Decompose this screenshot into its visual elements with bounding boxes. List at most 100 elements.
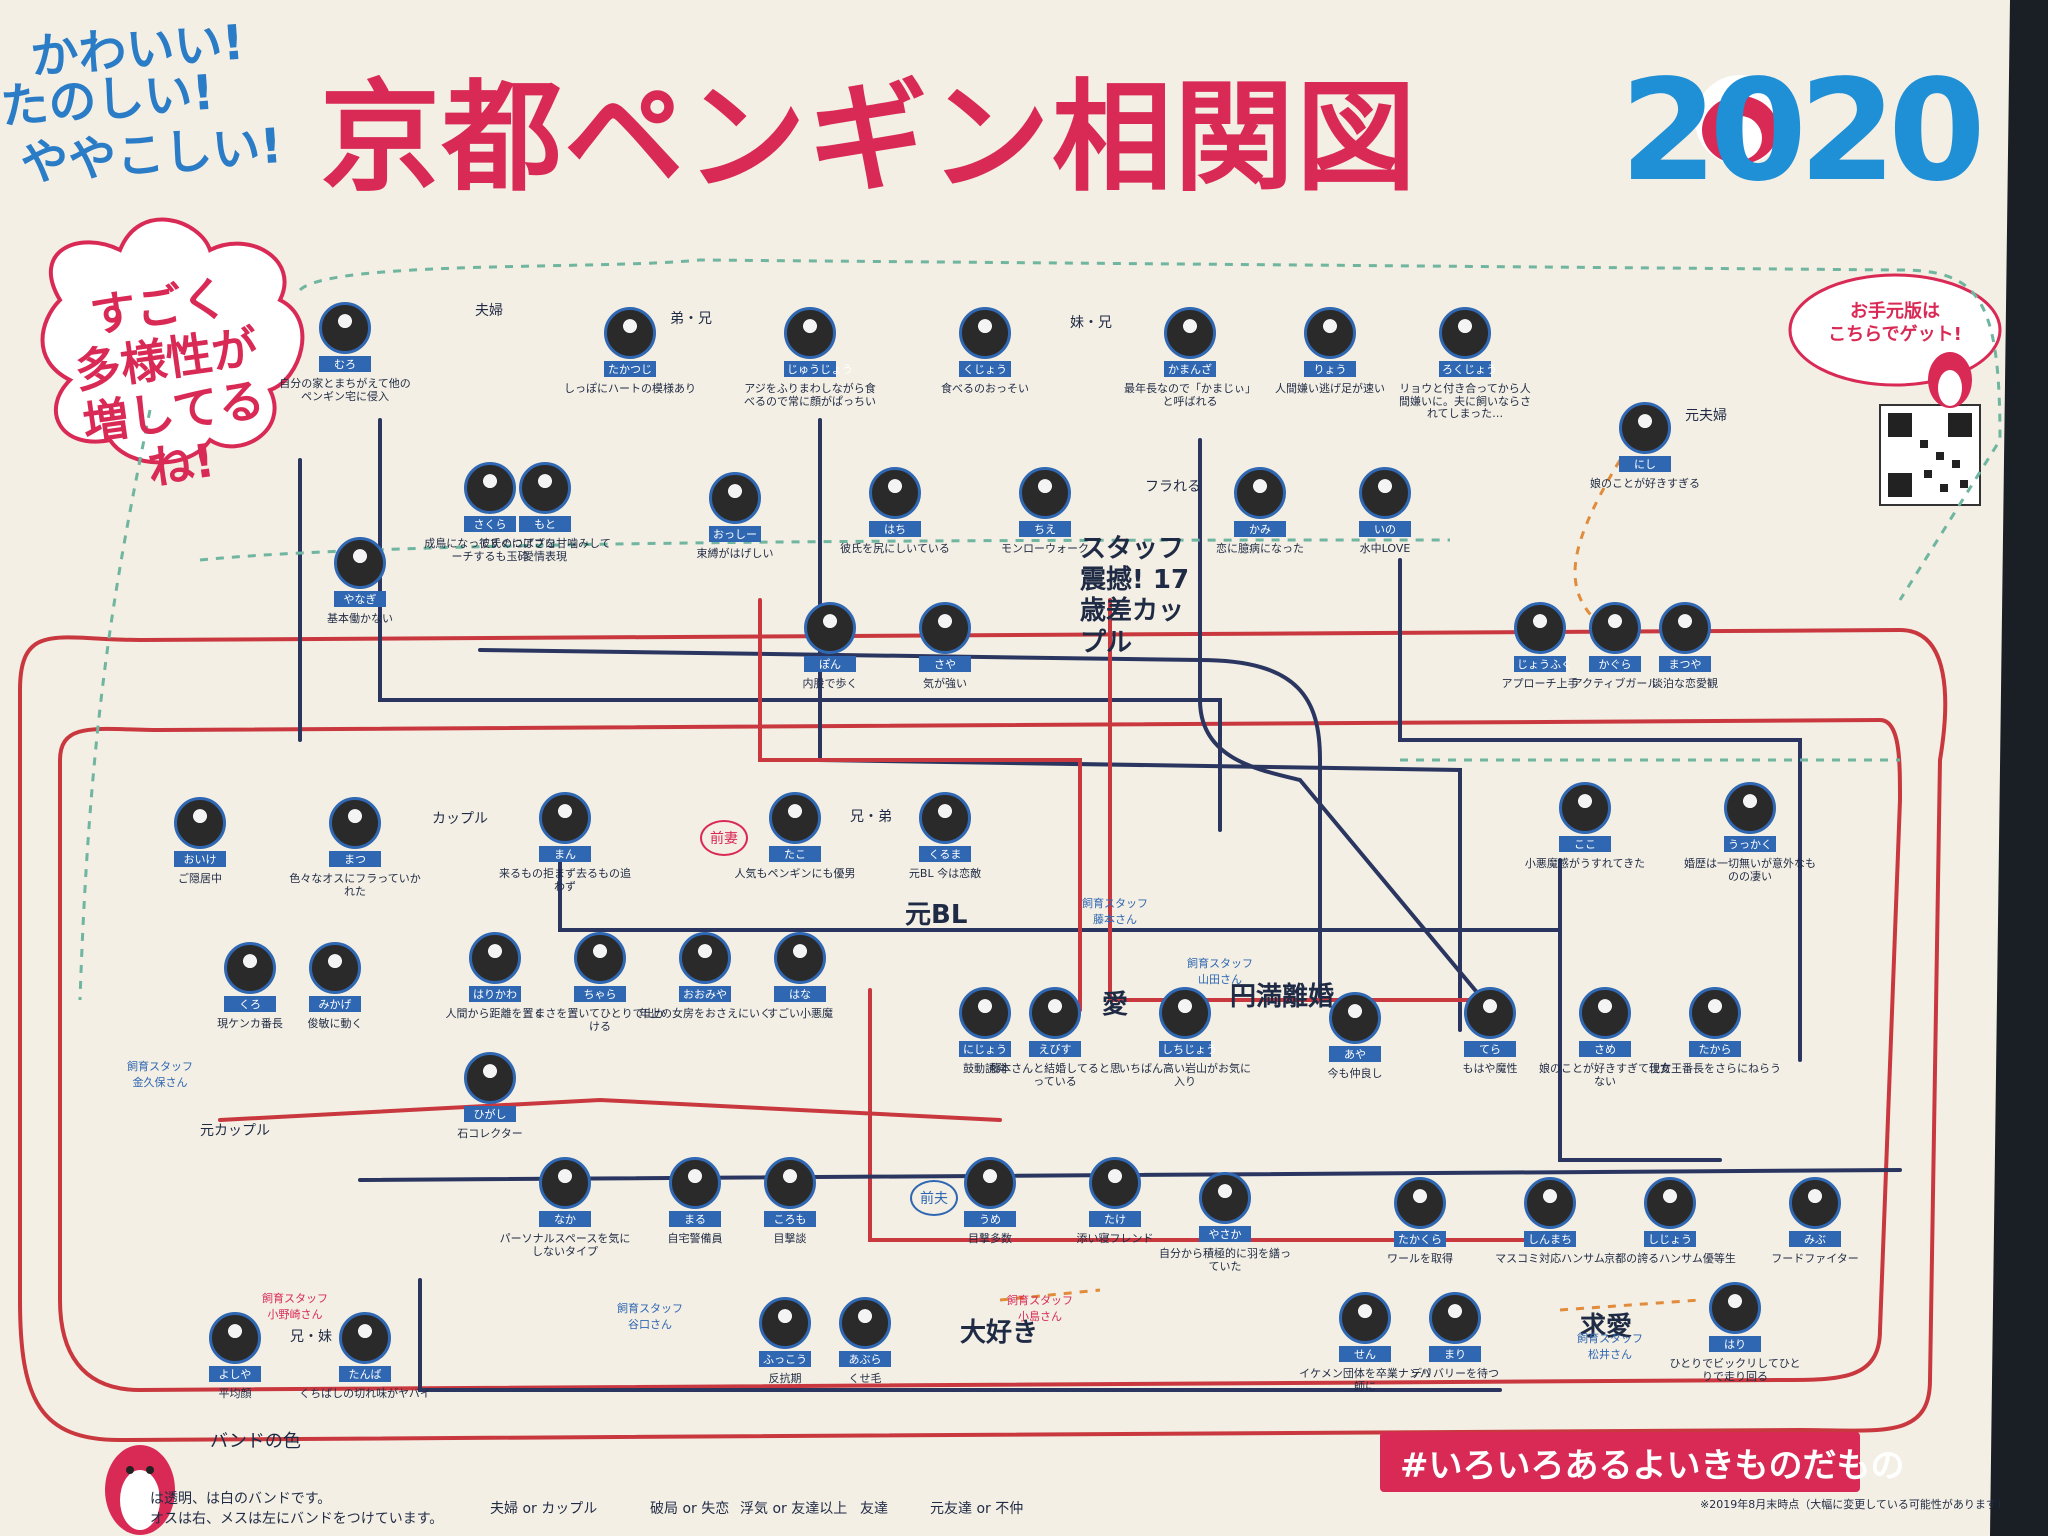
penguin-photo <box>469 932 521 984</box>
penguin-photo <box>669 1157 721 1209</box>
penguin-name-tag: たかつじ <box>604 361 656 377</box>
penguin-note: リョウと付き合ってから人間嫌いに。夫に飼いならされてしまった… <box>1399 382 1531 421</box>
penguin-photo <box>1514 602 1566 654</box>
penguin-name-tag: あや <box>1329 1046 1381 1062</box>
penguin-node: よしや平均顔 <box>209 1312 261 1400</box>
penguin-note: いちばん高い岩山がお気に入り <box>1119 1062 1251 1088</box>
penguin-node: おっしー束縛がはげしい <box>697 472 774 560</box>
penguin-node: ころも目撃談 <box>764 1157 816 1245</box>
penguin-name-tag: まる <box>669 1211 721 1227</box>
poster-year: 2020 <box>1620 50 1986 213</box>
penguin-note: 添い寝フレンド <box>1076 1232 1154 1245</box>
penguin-note: 彼氏を尻にしいている <box>840 542 950 555</box>
penguin-photo <box>1659 602 1711 654</box>
penguin-photo <box>919 602 971 654</box>
penguin-name-tag: てら <box>1464 1041 1516 1057</box>
relation-label-ai: 愛 <box>1102 990 1129 1020</box>
penguin-note: 来るもの拒まず去るもの追わず <box>499 867 631 893</box>
penguin-name-tag: はち <box>869 521 921 537</box>
penguin-name-tag: いの <box>1359 521 1411 537</box>
penguin-node: はりひとりでビックリしてひとりで走り回る <box>1669 1282 1801 1383</box>
penguin-note: アクティブガール <box>1571 677 1659 690</box>
penguin-node: やさか自分から積極的に羽を繕っていた <box>1159 1172 1291 1273</box>
relation-label: カップル <box>432 811 488 827</box>
penguin-node: かぐらアクティブガール <box>1572 602 1658 690</box>
penguin-photo <box>764 1157 816 1209</box>
penguin-photo <box>759 1297 811 1349</box>
penguin-name-tag: あぶら <box>839 1351 891 1367</box>
legend-item-breakup: 破局 or 失恋 <box>650 1501 730 1517</box>
penguin-name-tag: しちじょう <box>1159 1041 1217 1057</box>
penguin-photo <box>1164 307 1216 359</box>
penguin-photo <box>1644 1177 1696 1229</box>
penguin-note: すごい小悪魔 <box>767 1007 833 1020</box>
penguin-node: まつ色々なオスにフラっていかれた <box>289 797 421 898</box>
penguin-node: りょう人間嫌い逃げ足が速い <box>1275 307 1385 395</box>
penguin-node: たかつじしっぽにハートの模様あり <box>564 307 696 395</box>
relation-label: 弟・兄 <box>670 311 712 327</box>
penguin-node: まりデリバリーを待つ <box>1411 1292 1499 1380</box>
penguin-photo <box>1589 602 1641 654</box>
penguin-name-tag: にじょう <box>959 1041 1011 1057</box>
penguin-name-tag: たこ <box>769 846 821 862</box>
penguin-note: 京都の誇るハンサム優等生 <box>1604 1252 1736 1265</box>
penguin-note: 藤本さんと結婚してると思っている <box>989 1062 1121 1088</box>
penguin-photo <box>959 987 1011 1039</box>
relation-label-love: 大好き <box>960 1318 1039 1348</box>
relation-label-divorce: 円満離婚 <box>1230 982 1335 1012</box>
penguin-node: あぶらくせ毛 <box>839 1297 891 1385</box>
penguin-photo <box>539 1157 591 1209</box>
penguin-note: 俊敏に動く <box>307 1017 363 1030</box>
penguin-node: ろくじょうリョウと付き合ってから人間嫌いに。夫に飼いならされてしまった… <box>1399 307 1531 420</box>
penguin-photo <box>1689 987 1741 1039</box>
penguin-note: マスコミ対応ハンサム <box>1495 1252 1605 1265</box>
legend-band-color: バンドの色 <box>210 1431 301 1452</box>
penguin-note: 気が強い <box>923 677 967 690</box>
penguin-mascot-icon <box>1695 75 1785 165</box>
penguin-photo <box>769 792 821 844</box>
penguin-note: 水中LOVE <box>1359 542 1411 555</box>
penguin-photo <box>1304 307 1356 359</box>
penguin-note: 人気もペンギンにも優男 <box>734 867 856 880</box>
cloud-message: すごく 多様性が 増してるね! <box>71 270 268 496</box>
penguin-name-tag: もと <box>519 516 571 532</box>
penguin-node: さくら成鳥になってすぐにアプローチするも玉砕 <box>424 462 556 563</box>
penguin-node: くるま元BL 今は恋敵 <box>909 792 981 880</box>
relation-label: 兄・弟 <box>850 809 892 825</box>
relation-label: フラれる <box>1145 479 1201 495</box>
staff-label: 飼育スタッフ 藤本さん <box>1082 897 1148 926</box>
relation-label-17yr: スタッフ震撼! 17歳差カップル <box>1080 534 1190 658</box>
penguin-node: てらもはや魔性 <box>1463 987 1518 1075</box>
penguin-name-tag: さめ <box>1579 1041 1631 1057</box>
penguin-name-tag: たけ <box>1089 1211 1141 1227</box>
penguin-photo <box>1359 467 1411 519</box>
penguin-node: ぽん内股で歩く <box>803 602 858 690</box>
penguin-photo <box>1724 782 1776 834</box>
penguin-node: しじょう京都の誇るハンサム優等生 <box>1604 1177 1736 1265</box>
penguin-name-tag: しんまち <box>1524 1231 1576 1247</box>
penguin-photo <box>709 472 761 524</box>
penguin-note: 娘のことが好きすぎる <box>1590 477 1700 490</box>
penguin-name-tag: ちゃら <box>574 986 626 1002</box>
penguin-name-tag: やさか <box>1199 1226 1251 1242</box>
penguin-note: 現女王番長をさらにねらう <box>1649 1062 1781 1075</box>
hashtag-banner <box>1380 1432 1860 1492</box>
penguin-name-tag: かみ <box>1234 521 1286 537</box>
penguin-node: いの水中LOVE <box>1359 467 1411 555</box>
penguin-note: くせ毛 <box>848 1372 882 1385</box>
penguin-photo <box>1464 987 1516 1039</box>
penguin-photo <box>539 792 591 844</box>
penguin-node: まる自宅警備員 <box>668 1157 723 1245</box>
penguin-note: ひとりでビックリしてひとりで走り回る <box>1669 1357 1801 1383</box>
penguin-note: まさを置いてひとりで出かける <box>534 1007 666 1033</box>
penguin-node: たこ人気もペンギンにも優男 <box>735 792 856 880</box>
penguin-note: 人間から距離を置く <box>445 1007 545 1020</box>
penguin-name-tag: ろくじょう <box>1439 361 1497 377</box>
penguin-note: 反抗期 <box>768 1372 802 1385</box>
relation-label-ex-bl: 元BL <box>905 900 968 930</box>
penguin-note: 淡泊な恋愛観 <box>1652 677 1718 690</box>
penguin-photo <box>464 1052 516 1104</box>
penguin-photo <box>839 1297 891 1349</box>
